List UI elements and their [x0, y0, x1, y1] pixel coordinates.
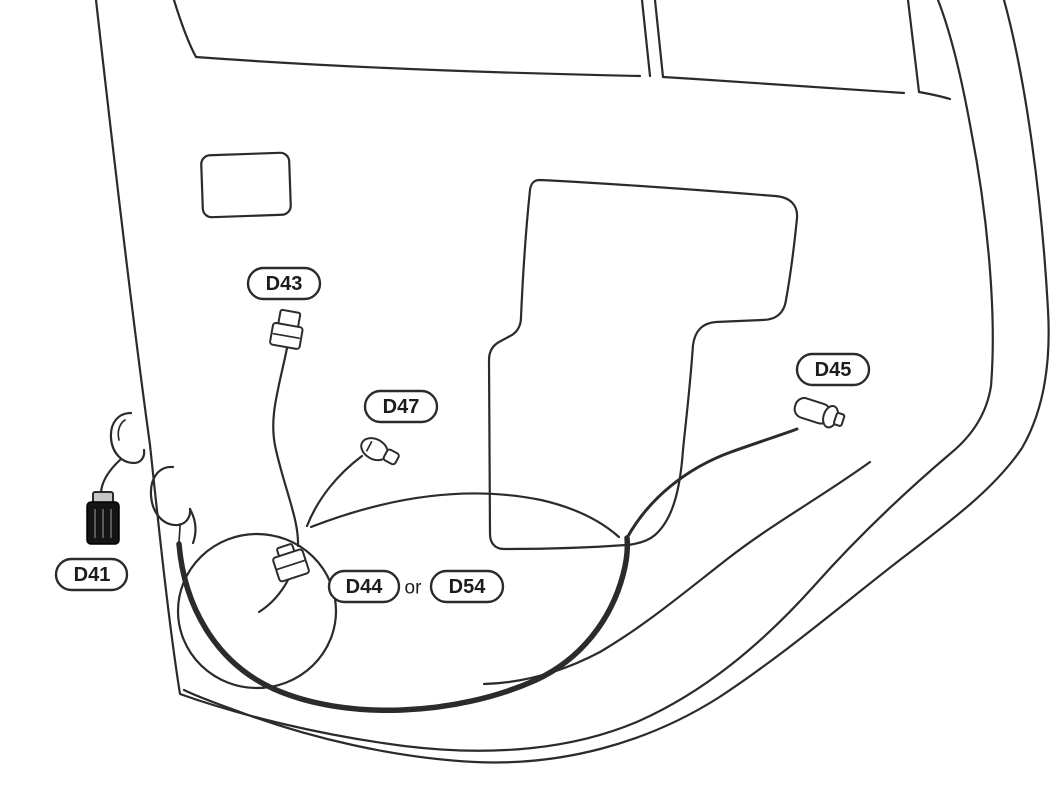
lower-grommet	[149, 465, 192, 527]
door-inner-shell	[94, 0, 994, 752]
connector-d44-d54	[272, 543, 310, 583]
window-divider-front	[640, 0, 652, 78]
callout-d44-pill	[327, 569, 401, 604]
window-sill-left	[194, 55, 642, 78]
callout-d47: D47	[363, 389, 439, 424]
window-frame-left	[172, 0, 198, 59]
callout-d54-pill	[429, 569, 505, 604]
wire-to-d41	[99, 457, 123, 496]
callout-d54-label: D54	[449, 576, 487, 598]
door-label-plate	[200, 151, 292, 219]
callout-d43: D43	[246, 266, 322, 301]
wiring-harness	[99, 346, 799, 713]
callout-d47-pill	[363, 389, 439, 424]
connector-d47	[360, 437, 400, 466]
harness-branch-right	[309, 492, 621, 539]
callout-d41-pill	[54, 557, 129, 592]
upper-grommet-detail	[117, 419, 126, 441]
door-outline	[94, 0, 1050, 764]
hinge-grommets	[109, 411, 197, 545]
callout-d45-pill	[795, 352, 871, 387]
lower-grommet-tail	[188, 507, 197, 545]
window-frame-right	[906, 0, 921, 94]
grommet-wire-stub	[178, 523, 181, 545]
callout-or-text: or	[405, 578, 423, 599]
callout-d45-label: D45	[815, 359, 852, 381]
callout-d41-label: D41	[74, 564, 111, 586]
window-sill-right	[661, 75, 906, 95]
wire-d44-to-loop	[257, 578, 290, 614]
window-sill-corner	[917, 90, 952, 101]
inner-panel-cutout	[487, 178, 799, 551]
callout-d43-label: D43	[266, 273, 303, 295]
callout-d44-label: D44	[346, 576, 384, 598]
callout-d41: D41	[54, 557, 129, 592]
window-divider-rear	[653, 0, 665, 79]
wire-to-d47	[305, 454, 364, 528]
connector-d41	[86, 491, 120, 545]
wire-to-d43	[272, 346, 300, 548]
door-outer-shell	[182, 0, 1050, 764]
harness-main-run	[176, 535, 631, 713]
callout-d47-label: D47	[383, 396, 420, 418]
callout-d43-pill	[246, 266, 322, 301]
connector-d45	[793, 397, 846, 429]
harness-run-to-d45	[625, 427, 799, 540]
window-frame	[172, 0, 952, 101]
callout-d44-or-d54: D44 or D54	[327, 569, 505, 604]
harness-loop	[176, 532, 338, 690]
callout-d45: D45	[795, 352, 871, 387]
upper-grommet	[109, 411, 146, 465]
connector-d43	[269, 308, 304, 350]
